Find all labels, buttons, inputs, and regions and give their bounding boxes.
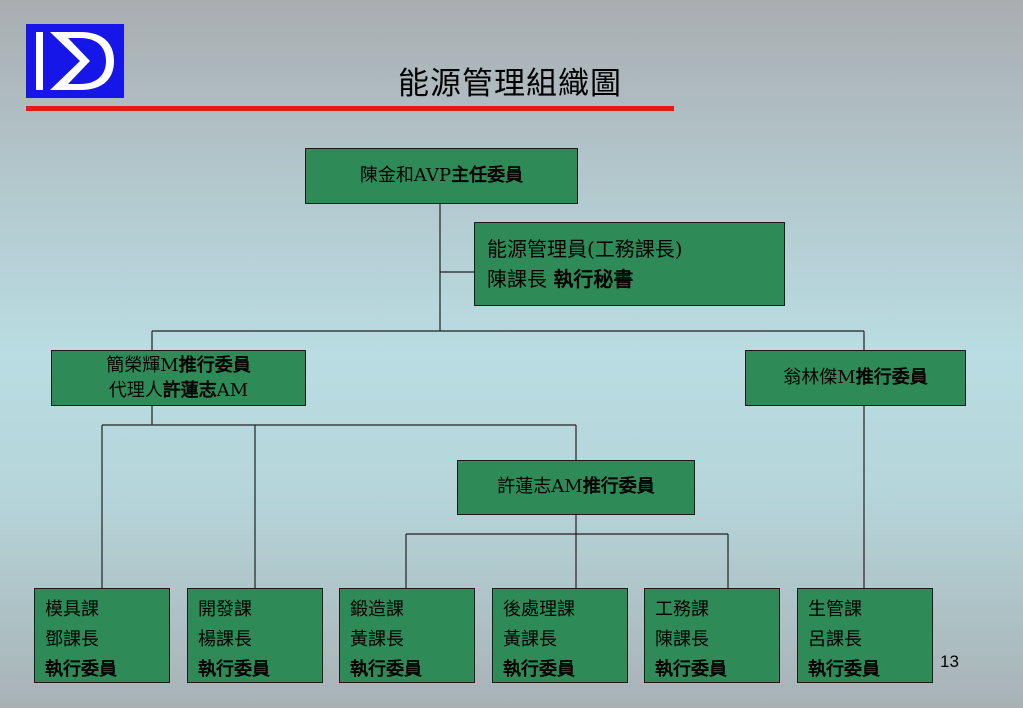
deputy-suffix: AM bbox=[216, 380, 249, 401]
middle-committee-box: 許蓮志AM推行委員 bbox=[457, 460, 695, 515]
kd-logo-icon bbox=[26, 24, 124, 98]
chair-box: 陳金和AVP主任委員 bbox=[305, 148, 578, 204]
dept-head: 鄧課長 bbox=[45, 629, 99, 651]
dept-head: 黃課長 bbox=[350, 629, 404, 651]
dept-name: 鍛造課 bbox=[350, 599, 404, 620]
dept-name: 工務課 bbox=[655, 599, 709, 620]
left-committee-box: 簡榮輝M推行委員 代理人許蓮志AM bbox=[51, 350, 306, 406]
energy-manager-title: 能源管理員(工務課長) bbox=[487, 237, 683, 261]
left-committee-name: 簡榮輝M bbox=[106, 354, 179, 376]
chair-name: 陳金和AVP bbox=[359, 164, 452, 186]
energy-manager-name: 陳課長 bbox=[487, 267, 547, 291]
dept-name: 模具課 bbox=[45, 599, 99, 620]
dept-role: 執行委員 bbox=[503, 659, 575, 681]
middle-committee-role: 推行委員 bbox=[582, 476, 655, 498]
dept-role: 執行委員 bbox=[808, 659, 880, 681]
dept-name: 開發課 bbox=[198, 599, 252, 620]
dept-name: 生管課 bbox=[808, 599, 862, 620]
dept-box-production-control: 生管課 呂課長 執行委員 bbox=[797, 588, 933, 683]
title-divider bbox=[26, 106, 674, 111]
dept-role: 執行委員 bbox=[655, 659, 727, 681]
right-committee-role: 推行委員 bbox=[855, 366, 928, 388]
right-committee-box: 翁林傑M推行委員 bbox=[745, 350, 966, 406]
dept-box-forging: 鍛造課 黃課長 執行委員 bbox=[339, 588, 475, 683]
dept-role: 執行委員 bbox=[198, 659, 270, 681]
dept-head: 陳課長 bbox=[655, 629, 709, 651]
chair-role: 主任委員 bbox=[451, 164, 524, 186]
dept-head: 呂課長 bbox=[808, 629, 862, 651]
dept-box-post-processing: 後處理課 黃課長 執行委員 bbox=[492, 588, 628, 683]
dept-box-mold: 模具課 鄧課長 執行委員 bbox=[34, 588, 170, 683]
dept-role: 執行委員 bbox=[350, 659, 422, 681]
dept-head: 楊課長 bbox=[198, 629, 252, 651]
deputy-name: 許蓮志 bbox=[162, 380, 217, 401]
dept-box-development: 開發課 楊課長 執行委員 bbox=[187, 588, 323, 683]
left-committee-role: 推行委員 bbox=[178, 354, 251, 376]
page-number: 13 bbox=[940, 652, 959, 671]
dept-role: 執行委員 bbox=[45, 659, 117, 681]
dept-box-works: 工務課 陳課長 執行委員 bbox=[644, 588, 780, 683]
deputy-label: 代理人 bbox=[108, 380, 163, 401]
middle-committee-name: 許蓮志AM bbox=[497, 476, 583, 498]
page-title: 能源管理組織圖 bbox=[398, 66, 622, 102]
energy-manager-box: 能源管理員(工務課長) 陳課長 執行秘書 bbox=[474, 222, 785, 306]
energy-manager-role: 執行秘書 bbox=[553, 267, 634, 291]
dept-head: 黃課長 bbox=[503, 629, 557, 651]
dept-name: 後處理課 bbox=[503, 599, 575, 620]
right-committee-name: 翁林傑M bbox=[783, 366, 856, 388]
